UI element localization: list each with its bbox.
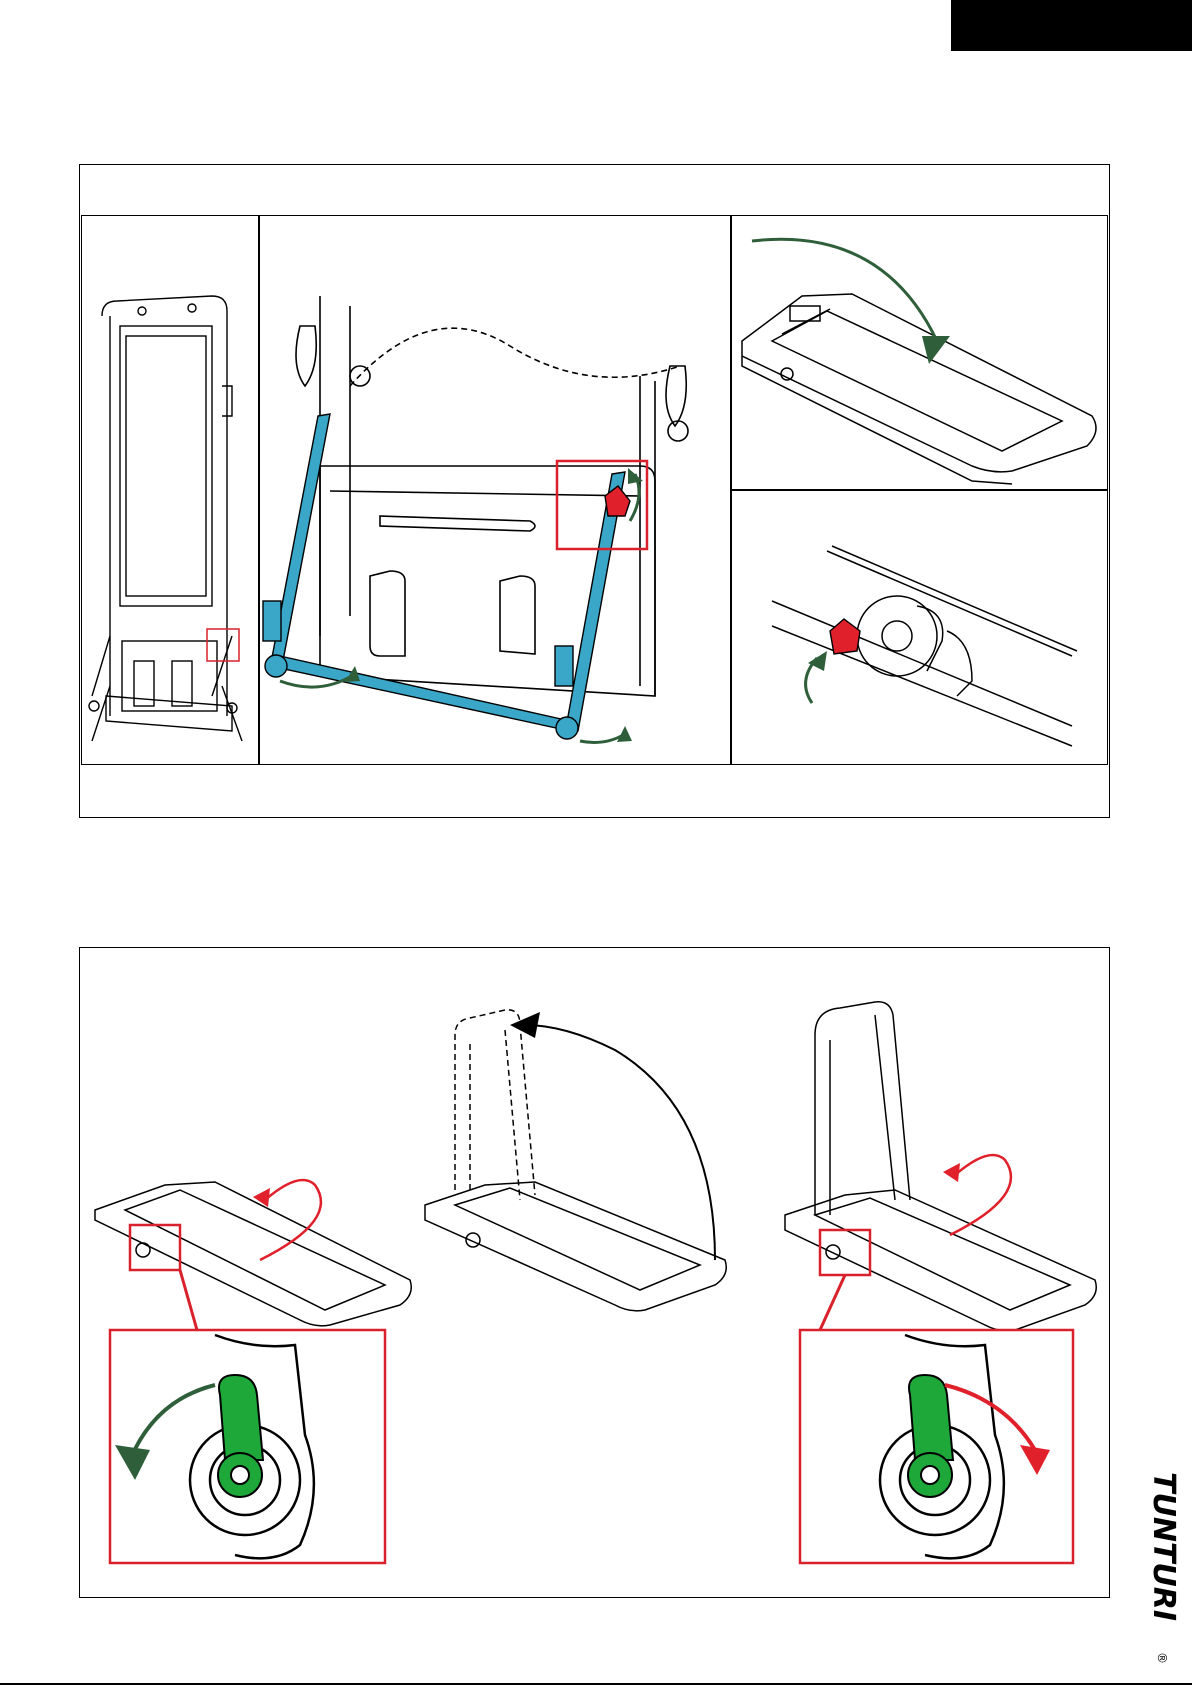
section-tab	[951, 0, 1192, 51]
handle-lock-close-illustration	[775, 990, 1105, 1570]
knob-lock-panel	[731, 490, 1108, 765]
handle-lock-open-illustration	[85, 1160, 415, 1570]
tunturi-logo: TUNTURI ®	[1144, 1470, 1184, 1670]
fold-down-panel	[731, 215, 1108, 490]
folded-treadmill-panel	[81, 215, 259, 765]
logo-text: TUNTURI	[1146, 1472, 1181, 1621]
treadmill-fold-down-illustration	[732, 216, 1107, 489]
handle-lock-close-figure	[775, 990, 1105, 1570]
handlebar-raise-illustration	[415, 990, 745, 1320]
handle-lock-open-figure	[85, 1160, 415, 1570]
registered-mark: ®	[1155, 1652, 1169, 1664]
handlebar-raise-figure	[415, 990, 745, 1320]
knob-lock-illustration	[732, 491, 1107, 764]
transport-wheels-illustration	[260, 216, 730, 764]
transport-wheels-panel	[259, 215, 731, 765]
folded-treadmill-illustration	[82, 216, 258, 764]
